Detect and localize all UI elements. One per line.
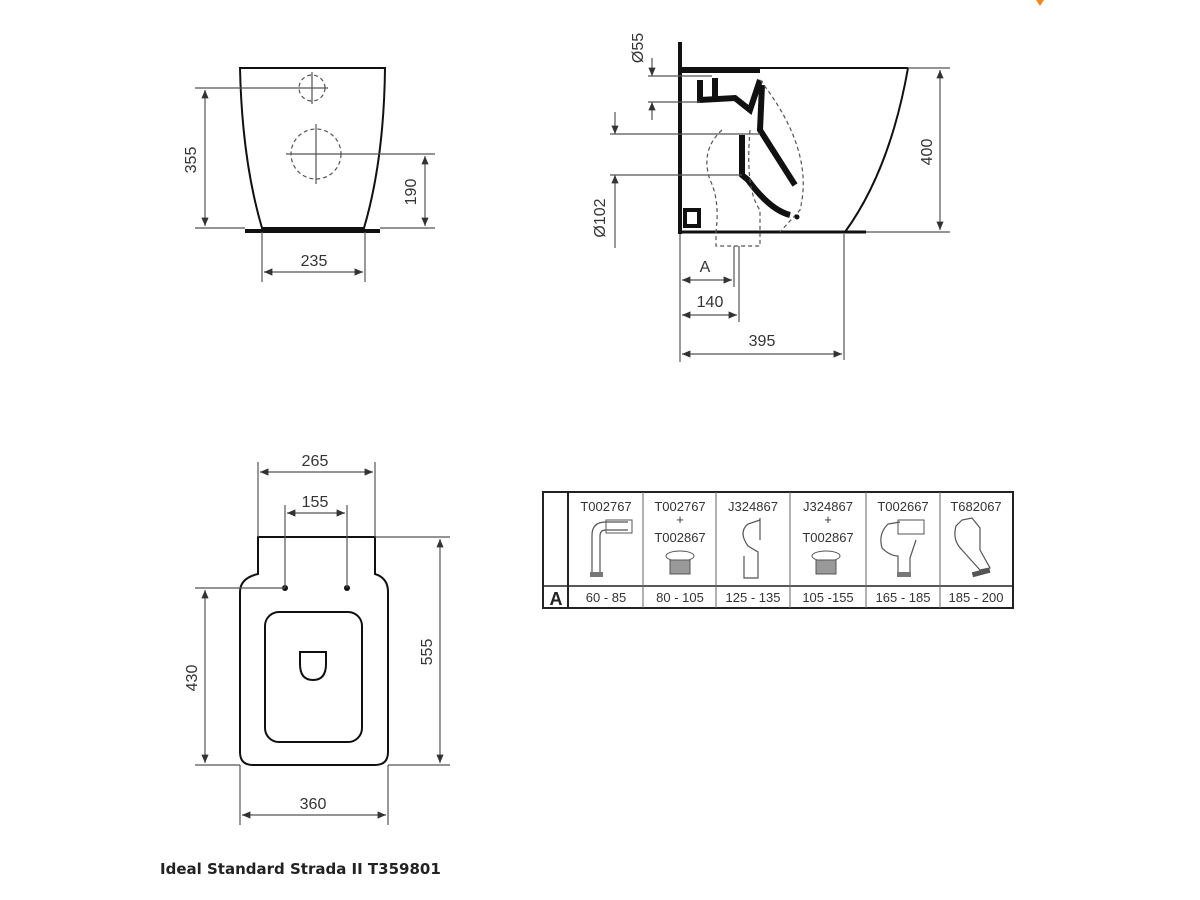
dim-395: 395: [749, 333, 776, 350]
dim-a: A: [700, 259, 711, 276]
col2-plus: +: [676, 512, 684, 527]
front-view: 355 190 235: [183, 67, 435, 282]
dim-555: 555: [419, 639, 436, 666]
col4-range: 105 -155: [802, 590, 853, 605]
dim-235: 235: [301, 253, 328, 270]
dim-155: 155: [302, 494, 329, 511]
col3-code: J324867: [728, 499, 778, 514]
col2-range: 80 - 105: [656, 590, 704, 605]
corner-mark: [1036, 0, 1044, 6]
col2-code2: T002867: [654, 530, 705, 545]
product-caption: Ideal Standard Strada II T359801: [160, 860, 441, 878]
col6-range: 185 - 200: [949, 590, 1004, 605]
col5-range: 165 - 185: [876, 590, 931, 605]
dim-dia-102: Ø102: [592, 198, 609, 237]
dim-360: 360: [300, 796, 327, 813]
dim-dia-55: Ø55: [630, 33, 647, 63]
col4-code: J324867: [803, 499, 853, 514]
row-label-a: A: [550, 589, 563, 609]
dim-430: 430: [184, 665, 201, 692]
dim-355: 355: [183, 147, 200, 174]
dim-400: 400: [919, 139, 936, 166]
col4-code2: T002867: [802, 530, 853, 545]
col3-range: 125 - 135: [726, 590, 781, 605]
col1-code: T002767: [580, 499, 631, 514]
dim-140: 140: [697, 294, 724, 311]
pan-connector-table: A T002767 60 - 85 T002767 + T002867 80 -…: [542, 491, 1014, 609]
col6-code: T682067: [950, 499, 1001, 514]
col2-code: T002767: [654, 499, 705, 514]
dim-190: 190: [403, 179, 420, 206]
top-view: 265 155 555 430 360: [184, 453, 450, 825]
col5-code: T002667: [877, 499, 928, 514]
dim-265: 265: [302, 453, 329, 470]
col4-plus: +: [824, 512, 832, 527]
col1-range: 60 - 85: [586, 590, 626, 605]
side-view: Ø55 Ø102 400 A 140 395: [592, 33, 950, 362]
